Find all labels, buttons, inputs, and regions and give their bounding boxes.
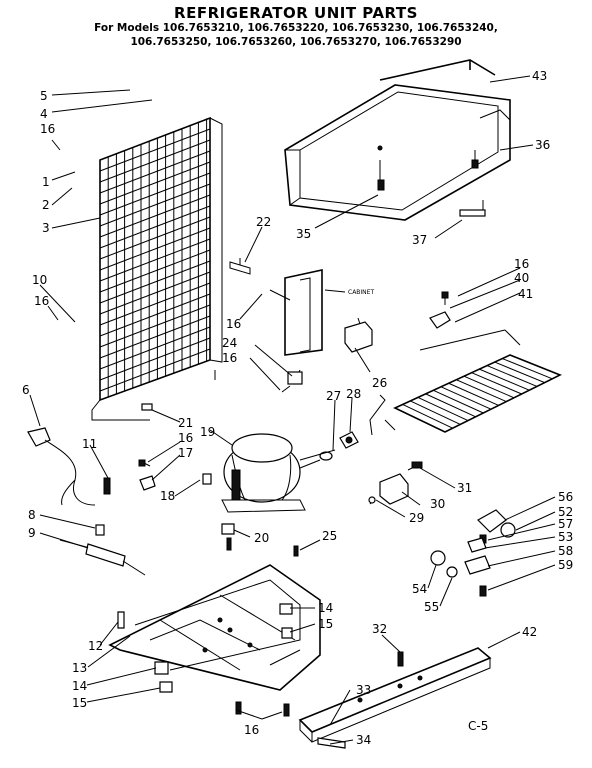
- callout-34: 34: [356, 733, 371, 747]
- callout-6: 6: [22, 383, 30, 397]
- callout-18: 18: [160, 489, 175, 503]
- mounting-rail-42: [298, 647, 492, 749]
- cabinet-bracket: CABINET: [269, 269, 374, 393]
- diagram-title: REFRIGERATOR UNIT PARTS: [174, 4, 418, 22]
- callout-27: 27: [326, 389, 341, 403]
- callout-10: 10: [32, 273, 47, 287]
- callout-57: 57: [558, 517, 573, 531]
- callout-53: 53: [558, 530, 573, 544]
- callout-15: 15: [318, 617, 333, 631]
- callout-43: 43: [532, 69, 547, 83]
- relay-26: [344, 317, 373, 353]
- callout-13: 13: [72, 661, 87, 675]
- filter-drier-8-9: [59, 524, 146, 576]
- callout-9: 9: [28, 526, 36, 540]
- callout-35: 35: [296, 227, 311, 241]
- callout-33: 33: [356, 683, 371, 697]
- callout-5: 5: [40, 89, 48, 103]
- callout-15: 15: [72, 696, 87, 710]
- callout-26: 26: [372, 376, 387, 390]
- callout-25: 25: [322, 529, 337, 543]
- callout-28: 28: [346, 387, 361, 401]
- callout-1: 1: [42, 175, 50, 189]
- callout-32: 32: [372, 622, 387, 636]
- callout-58: 58: [558, 544, 573, 558]
- callout-29: 29: [409, 511, 424, 525]
- drain-fitting-30: [368, 461, 423, 505]
- clip-40-41: [429, 291, 451, 329]
- leader-lines: [29, 75, 556, 745]
- callout-22: 22: [256, 215, 271, 229]
- compressor-base-frame: [108, 564, 321, 717]
- page-code: C-5: [468, 719, 488, 733]
- cabinet-label: CABINET: [348, 289, 374, 296]
- callout-8: 8: [28, 508, 36, 522]
- callout-54: 54: [412, 582, 427, 596]
- callout-56: 56: [558, 490, 573, 504]
- callout-16: 16: [222, 351, 237, 365]
- callout-16: 16: [226, 317, 241, 331]
- callout-40: 40: [514, 271, 529, 285]
- condenser-coil: [91, 116, 223, 421]
- models-line-2: 106.7653250, 106.7653260, 106.7653270, 1…: [130, 36, 462, 48]
- callout-17: 17: [178, 446, 193, 460]
- callout-16: 16: [34, 294, 49, 308]
- callout-16: 16: [514, 257, 529, 271]
- callout-14: 14: [318, 601, 333, 615]
- terminal-27-28: [339, 431, 359, 449]
- callout-16: 16: [178, 431, 193, 445]
- callout-37: 37: [412, 233, 427, 247]
- models-line-1: For Models 106.7653210, 106.7653220, 106…: [94, 22, 498, 34]
- defrost-components: [430, 509, 516, 597]
- clip-22: [229, 258, 251, 275]
- callout-2: 2: [42, 198, 50, 212]
- callout-31: 31: [457, 481, 472, 495]
- drain-pan-assembly: [284, 59, 511, 221]
- callout-14: 14: [72, 679, 87, 693]
- callout-20: 20: [254, 531, 269, 545]
- wiring-harness-6: [27, 427, 111, 506]
- callout-42: 42: [522, 625, 537, 639]
- callout-19: 19: [200, 425, 215, 439]
- callout-4: 4: [40, 107, 48, 121]
- callout-24: 24: [222, 336, 237, 350]
- callout-16: 16: [244, 723, 259, 737]
- callout-11: 11: [82, 437, 97, 451]
- callout-3: 3: [42, 221, 50, 235]
- callout-21: 21: [178, 416, 193, 430]
- evaporator-shelf: [369, 329, 562, 436]
- callout-30: 30: [430, 497, 445, 511]
- callout-41: 41: [518, 287, 533, 301]
- small-fasteners: [138, 403, 299, 557]
- callout-12: 12: [88, 639, 103, 653]
- callout-36: 36: [535, 138, 550, 152]
- callout-16: 16: [40, 122, 55, 136]
- callout-numbers: 5 4 16 1 2 3 43 36 35 37 22 10 16 16 24 …: [22, 69, 573, 747]
- callout-59: 59: [558, 558, 573, 572]
- compressor-19: [221, 433, 333, 513]
- callout-52: 52: [558, 505, 573, 519]
- callout-55: 55: [424, 600, 439, 614]
